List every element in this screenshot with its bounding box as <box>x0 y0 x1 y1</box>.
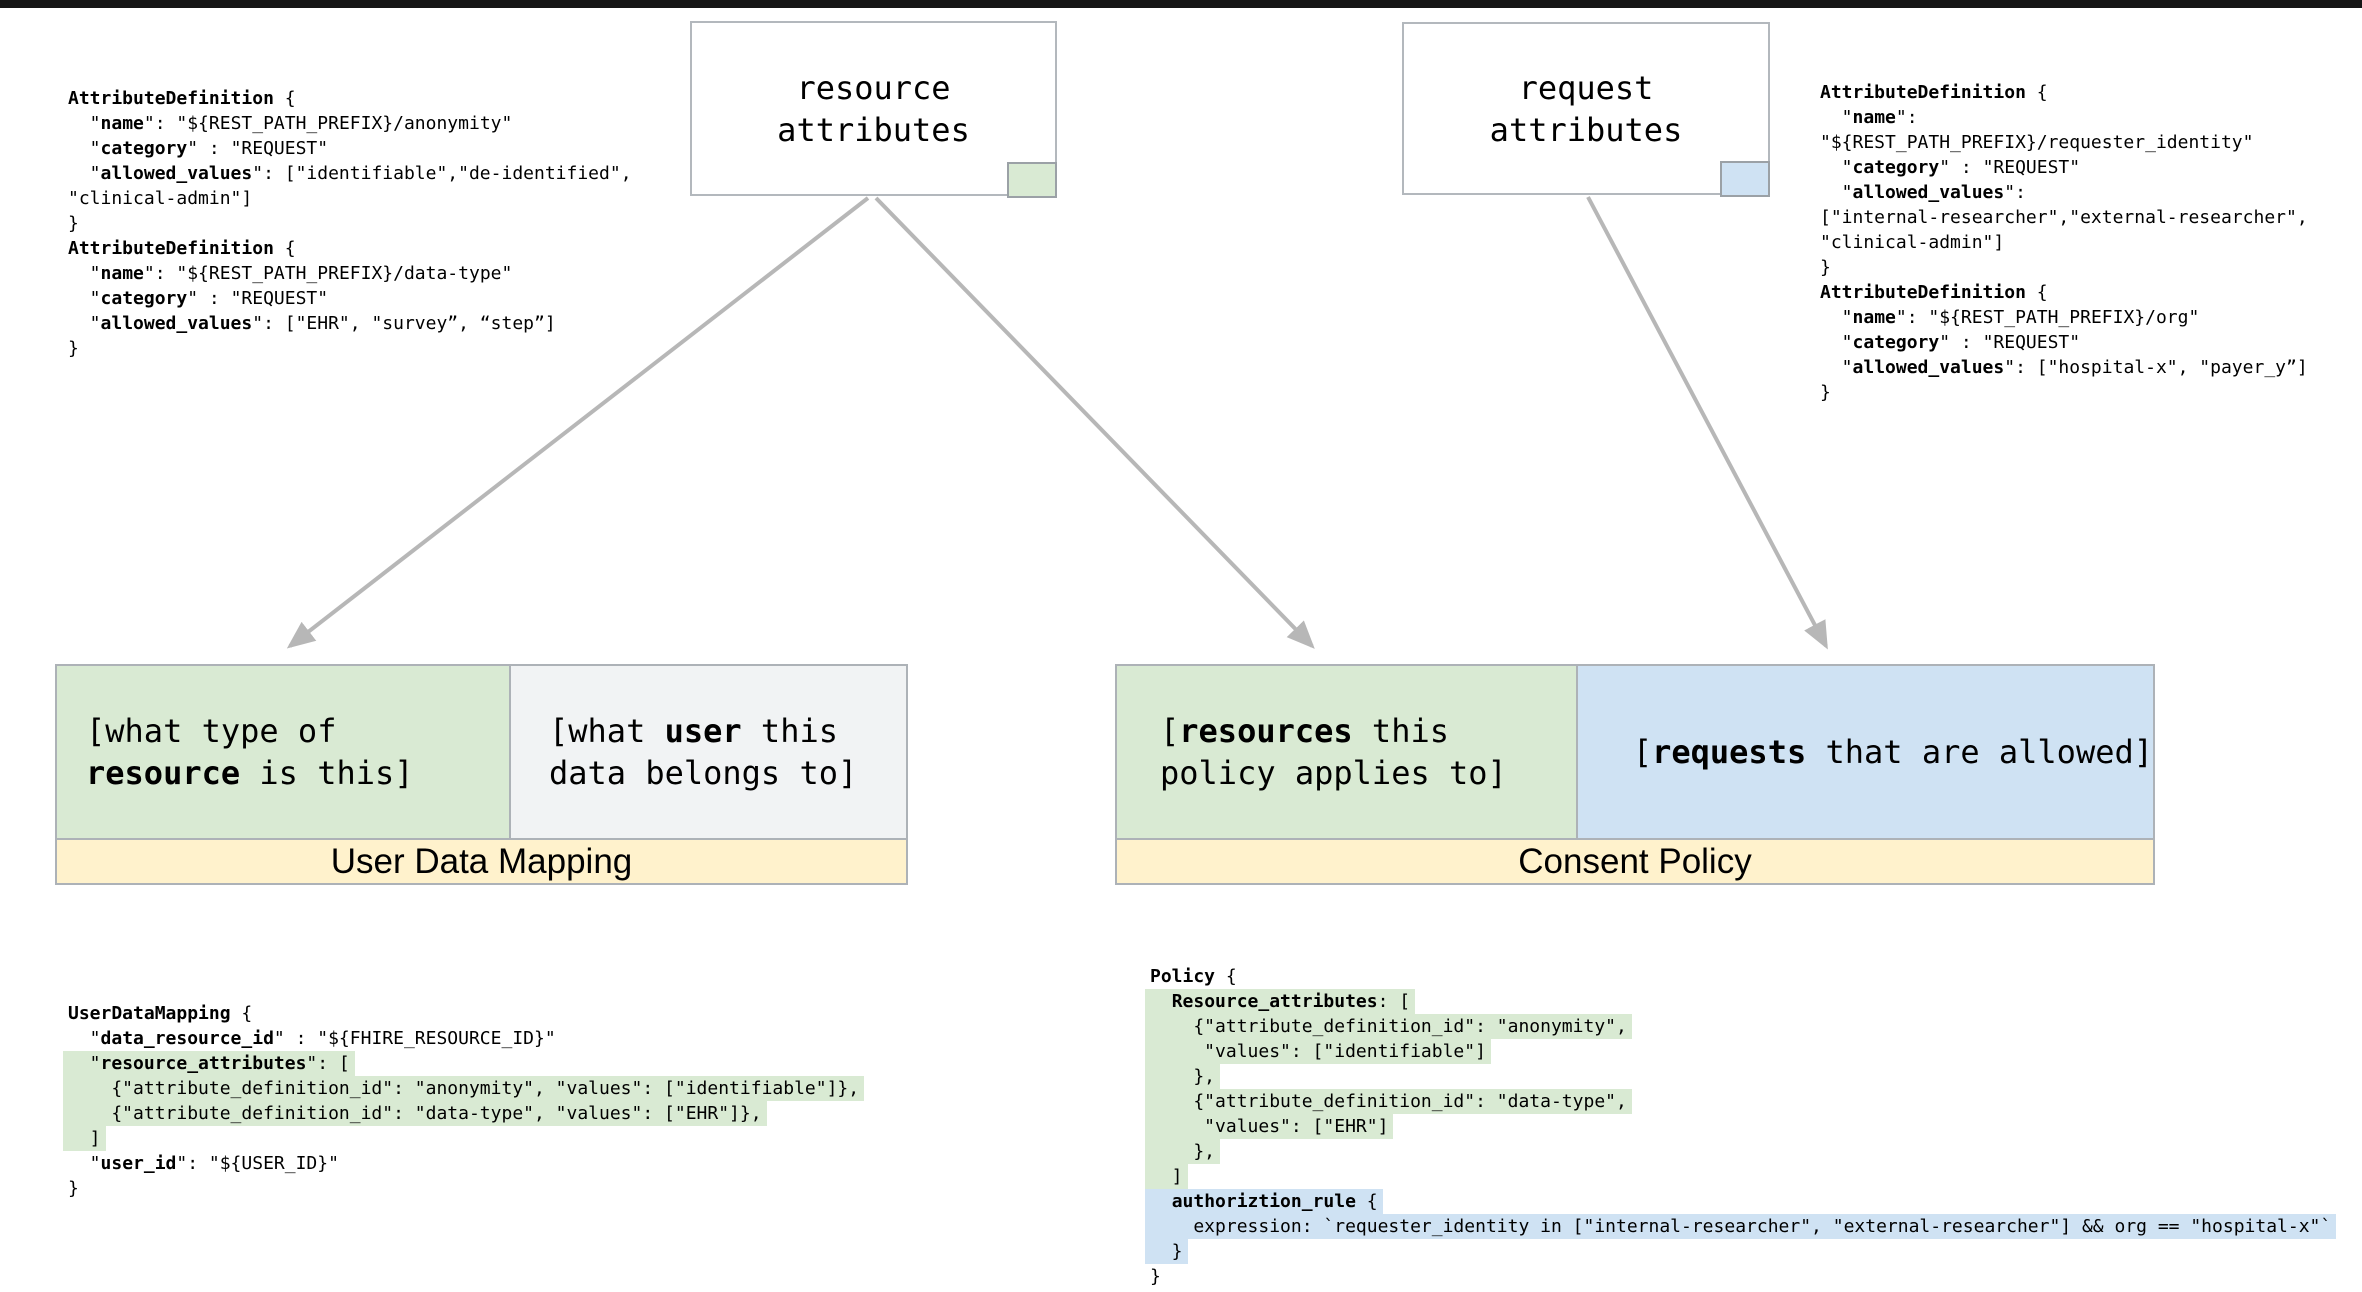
text-line: [what type of <box>86 712 337 750</box>
text-line: {"attribute_definition_id": "anonymity",… <box>63 1076 865 1101</box>
resources-cell: [resources this policy applies to] <box>1117 666 1578 838</box>
text-line: "name": <box>1820 107 1918 128</box>
consent-policy-box: [resources this policy applies to] [reque… <box>1115 664 2155 885</box>
text-line: } <box>1820 382 1831 403</box>
text-line: "name": "${REST_PATH_PREFIX}/data-type" <box>68 263 513 284</box>
text-line: } <box>68 213 79 234</box>
text-line: } <box>1145 1239 2336 1264</box>
requests-cell: [requests that are allowed] <box>1577 666 2153 838</box>
text-line: AttributeDefinition { <box>68 238 296 259</box>
attribute-definitions-left-code: AttributeDefinition { "name": "${REST_PA… <box>68 86 637 361</box>
text-line: {"attribute_definition_id": "anonymity", <box>1145 1014 2336 1039</box>
text-line: } <box>1150 1266 1161 1287</box>
user-cell: [what user this data belongs to] <box>511 666 906 838</box>
text-line: ["internal-researcher","external-researc… <box>1820 207 2308 228</box>
text-line: "${REST_PATH_PREFIX}/requester_identity" <box>1820 132 2254 153</box>
text-line: ] <box>1145 1164 2336 1189</box>
text-line: } <box>1820 257 1831 278</box>
text-line: "name": "${REST_PATH_PREFIX}/anonymity" <box>68 113 513 134</box>
resource-attributes-label-line1: resource <box>796 68 951 107</box>
text-line: "allowed_values": ["hospital-x", "payer_… <box>1820 357 2308 378</box>
text-line: "allowed_values": ["EHR", "survey”, “ste… <box>68 313 556 334</box>
text-line: "values": ["EHR"] <box>1145 1114 2336 1139</box>
text-line: expression: `requester_identity in ["int… <box>1145 1214 2337 1239</box>
text-line: [requests that are allowed] <box>1632 733 2153 771</box>
arrow-resource-to-policy <box>874 196 1315 649</box>
user-data-mapping-cells: [what type of resource is this] [what use… <box>57 666 906 838</box>
consent-policy-cells: [resources this policy applies to] [reque… <box>1117 666 2153 838</box>
text-line: authoriztion_rule { <box>1145 1189 2336 1214</box>
text-line: AttributeDefinition { <box>68 88 296 109</box>
user-data-mapping-box: [what type of resource is this] [what use… <box>55 664 908 885</box>
text-line: } <box>68 1178 79 1199</box>
text-line: } <box>68 338 79 359</box>
text-line: "user_id": "${USER_ID}" <box>68 1153 339 1174</box>
text-line: Policy { <box>1150 966 1237 987</box>
text-line: AttributeDefinition { <box>1820 82 2048 103</box>
resource-attributes-label-line2: attributes <box>777 110 970 149</box>
top-black-bar <box>0 0 2362 8</box>
request-attributes-label-line1: request <box>1518 68 1654 107</box>
arrow-request-to-policy <box>1586 196 1828 650</box>
text-line: ] <box>63 1126 864 1151</box>
resource-type-cell: [what type of resource is this] <box>57 666 511 838</box>
consent-policy-title: Consent Policy <box>1117 838 2153 883</box>
text-line: [what user this <box>549 712 838 750</box>
text-line: data belongs to] <box>549 754 858 792</box>
text-line: "allowed_values": <box>1820 182 2026 203</box>
text-line: "category" : "REQUEST" <box>1820 332 2081 353</box>
user-data-mapping-title: User Data Mapping <box>57 838 906 883</box>
attribute-definitions-right-code: AttributeDefinition { "name": "${REST_PAT… <box>1820 80 2313 405</box>
text-line: }, <box>1145 1064 2336 1089</box>
user-data-mapping-code: UserDataMapping { "data_resource_id" : "… <box>63 1001 865 1201</box>
text-line: Resource_attributes: [ <box>1145 989 2336 1014</box>
text-line: "category" : "REQUEST" <box>68 288 329 309</box>
text-line: "clinical-admin"] <box>68 188 253 209</box>
request-attributes-label-line2: attributes <box>1489 110 1683 149</box>
text-line: "clinical-admin"] <box>1820 232 2005 253</box>
text-line: {"attribute_definition_id": "data-type", <box>1145 1089 2336 1114</box>
request-attributes-box: request attributes <box>1402 22 1770 197</box>
resource-attributes-box: resource attributes <box>690 21 1057 198</box>
text-line: "resource_attributes": [ <box>63 1051 864 1076</box>
text-line: AttributeDefinition { <box>1820 282 2048 303</box>
text-line: "values": ["identifiable"] <box>1145 1039 2336 1064</box>
text-line: [resources this <box>1160 712 1449 750</box>
text-line: UserDataMapping { <box>68 1003 253 1024</box>
text-line: {"attribute_definition_id": "data-type",… <box>63 1101 864 1126</box>
text-line: policy applies to] <box>1160 754 1507 792</box>
blue-swatch-icon <box>1720 161 1770 197</box>
text-line: "data_resource_id" : "${FHIRE_RESOURCE_I… <box>68 1028 556 1049</box>
text-line: "name": "${REST_PATH_PREFIX}/org" <box>1820 307 2200 328</box>
green-swatch-icon <box>1007 162 1057 198</box>
consent-policy-code: Policy { Resource_attributes: [ {"attrib… <box>1145 964 2337 1289</box>
text-line: "category" : "REQUEST" <box>68 138 329 159</box>
text-line: "allowed_values": ["identifiable","de-id… <box>68 163 632 184</box>
text-line: resource is this] <box>86 754 414 792</box>
text-line: }, <box>1145 1139 2336 1164</box>
text-line: "category" : "REQUEST" <box>1820 157 2081 178</box>
